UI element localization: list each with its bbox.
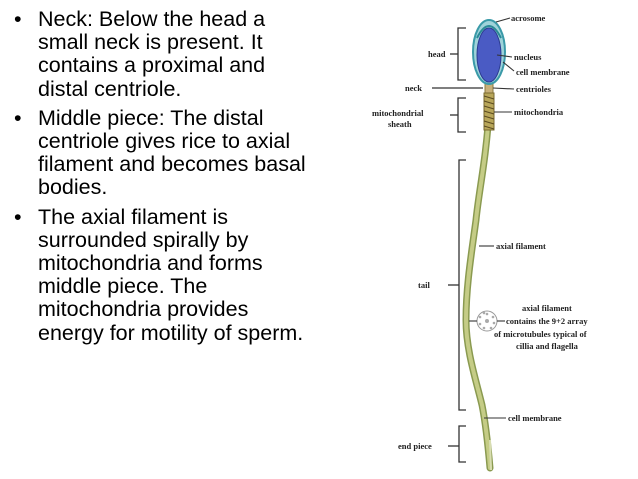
label-cell-membrane-top: cell membrane	[516, 67, 570, 77]
bullet-axial-filament: • The axial filament is surrounded spira…	[14, 204, 314, 345]
label-acrosome: acrosome	[511, 13, 546, 23]
sperm-tail-fill	[463, 110, 492, 470]
label-axial-filament-2: axial filament	[522, 303, 572, 313]
label-cell-membrane-bottom: cell membrane	[508, 413, 562, 423]
label-neck: neck	[405, 83, 422, 93]
label-centrioles: centrioles	[516, 84, 552, 94]
bracket-end-piece	[458, 425, 466, 463]
label-end-piece: end piece	[398, 441, 432, 451]
bullet-text: Neck: Below the head a small neck is pre…	[38, 7, 266, 101]
label-head: head	[428, 49, 446, 59]
bullet-glyph: •	[14, 7, 22, 31]
sperm-end-piece	[489, 439, 492, 471]
bullet-middle-piece: • Middle piece: The distal centriole giv…	[14, 105, 314, 200]
bullet-glyph: •	[14, 204, 22, 229]
bullet-text: Middle piece: The distal centriole gives…	[38, 105, 306, 200]
label-tail: tail	[418, 280, 430, 290]
mitochondrial-spiral	[483, 95, 495, 130]
bullet-text: The axial filament is surrounded spirall…	[38, 204, 304, 345]
label-nucleus: nucleus	[514, 52, 542, 62]
bullet-neck: • Neck: Below the head a small neck is p…	[14, 7, 314, 101]
sperm-acrosome	[476, 25, 502, 39]
axial-filament-cross-section	[476, 310, 498, 332]
sperm-tail	[462, 108, 494, 472]
left-brackets	[432, 27, 483, 463]
label-mito-sheath-2: sheath	[388, 119, 412, 129]
label-contains-1: contains the 9+2 array	[506, 316, 588, 326]
label-contains-2: of microtubules typical of	[494, 329, 587, 339]
right-leader-lines	[469, 17, 515, 419]
bracket-head	[457, 27, 466, 81]
bullet-glyph: •	[14, 105, 22, 130]
label-mito-sheath-1: mitochondrial	[372, 108, 424, 118]
label-contains-3: cillia and flagella	[516, 341, 579, 351]
bracket-mito-sheath	[457, 97, 466, 133]
bullet-list: • Neck: Below the head a small neck is p…	[14, 7, 314, 351]
label-mitochondria: mitochondria	[514, 107, 564, 117]
label-axial-filament: axial filament	[496, 241, 546, 251]
